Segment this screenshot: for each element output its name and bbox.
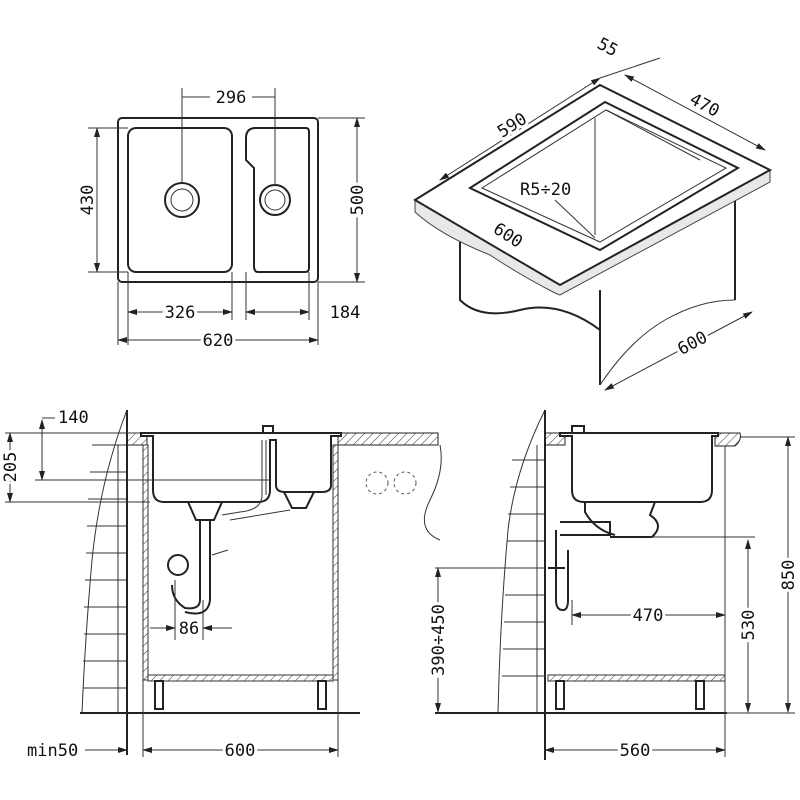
dim-left-bowl: 326 — [165, 303, 196, 323]
dim-205: 205 — [1, 452, 21, 483]
plan-view: 296 430 500 326 184 620 — [75, 88, 371, 354]
cabinet-iso — [459, 185, 736, 385]
isometric-view: R5÷20 590 55 470 600 600 — [413, 34, 773, 391]
dim-cabinet-depth: 600 — [674, 328, 711, 360]
cabinet-side-right — [332, 444, 339, 681]
front-view: 86 140 205 min50 600 — [0, 408, 442, 764]
right-bowl — [245, 127, 310, 273]
dim-86: 86 — [179, 619, 199, 639]
dim-right-bowl: 184 — [330, 303, 361, 323]
dim-outer-depth: 500 — [348, 185, 368, 216]
sink-outline — [117, 117, 319, 283]
wall-front — [81, 409, 128, 714]
dim-55: 55 — [594, 34, 621, 61]
dim-560: 560 — [620, 741, 651, 761]
dim-530: 530 — [739, 610, 759, 641]
dim-cabinet-width: 600 — [225, 741, 256, 761]
dim-140: 140 — [58, 408, 89, 428]
dim-470: 470 — [686, 90, 723, 122]
dim-min-wall: min50 — [27, 741, 78, 761]
left-bowl — [127, 127, 233, 273]
side-view: 390÷450 470 530 850 560 — [426, 409, 800, 764]
dim-drain-spacing: 296 — [216, 88, 247, 108]
left-drain — [164, 182, 200, 218]
dim-470-side: 470 — [633, 606, 664, 626]
single-sink-side — [559, 432, 719, 503]
dim-inner-depth: 430 — [78, 185, 98, 216]
dim-outlet-height: 390÷450 — [429, 604, 449, 676]
dim-total-width: 620 — [203, 331, 234, 351]
wall-side — [497, 409, 546, 714]
cabinet-side-left — [142, 444, 149, 681]
dim-radius: R5÷20 — [520, 180, 571, 200]
double-sink-front — [140, 432, 342, 503]
dim-850: 850 — [779, 560, 799, 591]
